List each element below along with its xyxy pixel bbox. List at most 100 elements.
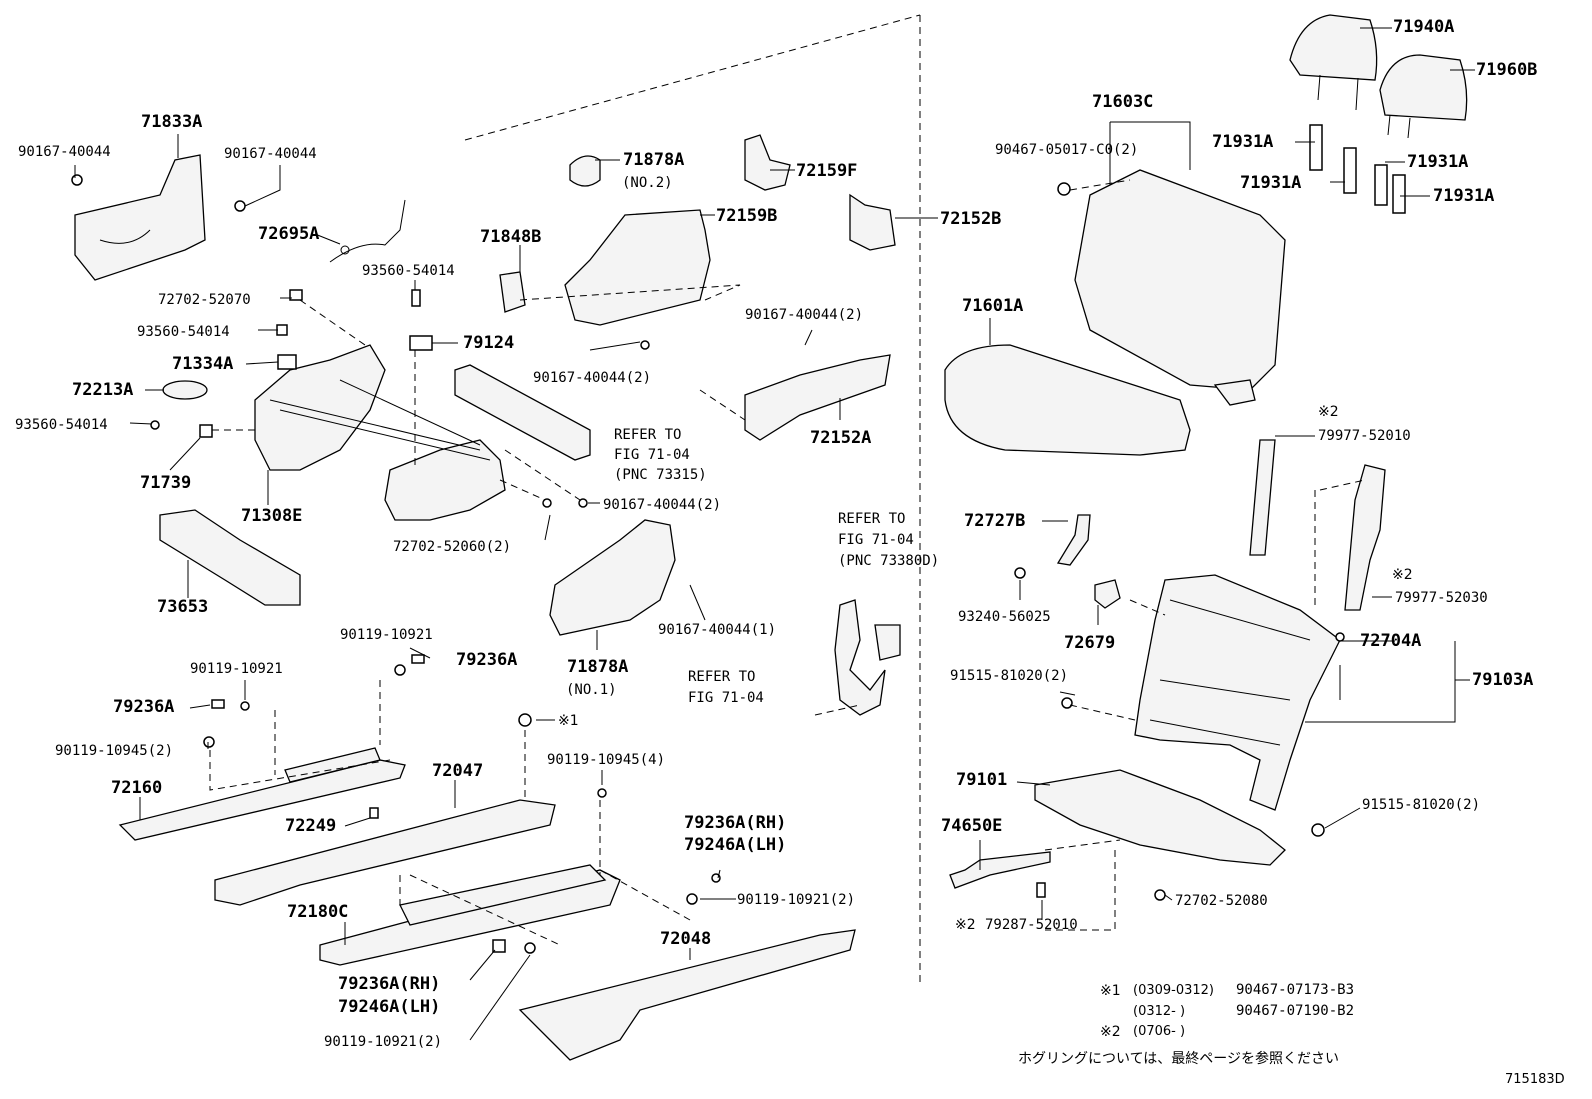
- part-79246A-lh-b[interactable]: 79246A(LH): [338, 997, 441, 1017]
- part-91515-81020-a[interactable]: 91515-81020(2): [950, 668, 1069, 684]
- part-90167-40044-cover[interactable]: 90167-40044(1): [658, 622, 777, 638]
- part-90119-10945-a[interactable]: 90119-10945(2): [55, 743, 174, 759]
- part-93560-54014-top[interactable]: 93560-54014: [362, 263, 455, 279]
- guide-79977-52030: [1344, 464, 1386, 611]
- part-72702-52060[interactable]: 72702-52060(2): [393, 539, 512, 555]
- cover-71878A-no1: [549, 519, 676, 636]
- part-79246A-lh-a[interactable]: 79246A(LH): [684, 835, 787, 855]
- refer-to-2-line-3[interactable]: (PNC 73380D): [838, 553, 940, 569]
- note-1-part[interactable]: 90467-07173-B3: [1236, 982, 1355, 998]
- hog-ring-note: ホグリングについては、最終ページを参照ください: [1018, 1051, 1340, 1067]
- part-90167-40044-right[interactable]: 90167-40044: [224, 146, 317, 162]
- guide-79977-52010: [1249, 439, 1276, 556]
- part-79236A-a[interactable]: 79236A: [456, 650, 518, 670]
- frame-79103A: [1134, 574, 1341, 811]
- back-cover-71603C: [1074, 169, 1286, 391]
- part-79236A-b[interactable]: 79236A: [113, 697, 175, 717]
- part-72160[interactable]: 72160: [111, 778, 163, 798]
- part-72159B[interactable]: 72159B: [716, 206, 778, 226]
- note-2-range: (0312- ): [1133, 1004, 1186, 1019]
- part-72180C[interactable]: 72180C: [287, 902, 349, 922]
- part-72679[interactable]: 72679: [1064, 633, 1116, 653]
- rail-cover-72048: [518, 929, 856, 1061]
- part-90119-10945-b[interactable]: 90119-10945(4): [547, 752, 666, 768]
- refer-to-3-line-2[interactable]: FIG 71-04: [688, 690, 764, 706]
- part-90167-40044-center[interactable]: 90167-40044(2): [533, 370, 652, 386]
- part-72213A[interactable]: 72213A: [72, 380, 134, 400]
- part-90119-10921-c[interactable]: 90119-10921(2): [737, 892, 856, 908]
- bracket-72159F: [744, 134, 791, 191]
- part-71878A-no2[interactable]: 71878A: [623, 150, 685, 170]
- part-71940A[interactable]: 71940A: [1393, 17, 1455, 37]
- part-79287-52010[interactable]: 79287-52010: [985, 917, 1078, 933]
- part-72152B[interactable]: 72152B: [940, 209, 1002, 229]
- part-79977-52010[interactable]: 79977-52010: [1318, 428, 1411, 444]
- part-71960B[interactable]: 71960B: [1476, 60, 1538, 80]
- part-72702-52080[interactable]: 72702-52080: [1175, 893, 1268, 909]
- part-90119-10921-d[interactable]: 90119-10921(2): [324, 1034, 443, 1050]
- part-72727B[interactable]: 72727B: [964, 511, 1026, 531]
- part-90167-40044-left[interactable]: 90167-40044: [18, 144, 111, 160]
- bracket-72679: [1094, 579, 1121, 609]
- part-79236A-rh-a[interactable]: 79236A(RH): [684, 813, 787, 833]
- part-72047[interactable]: 72047: [432, 761, 484, 781]
- part-90167-40044-lower[interactable]: 90167-40044(2): [603, 497, 722, 513]
- cover-72152A: [744, 354, 891, 441]
- part-71878A-no2-qualifier: (NO.2): [622, 175, 673, 191]
- bracket-72152B: [849, 193, 896, 251]
- part-72159F[interactable]: 72159F: [796, 161, 858, 181]
- part-73653[interactable]: 73653: [157, 597, 209, 617]
- part-79977-52030[interactable]: 79977-52030: [1395, 590, 1488, 606]
- part-93240-56025[interactable]: 93240-56025: [958, 609, 1051, 625]
- part-90119-10921-b[interactable]: 90119-10921: [190, 661, 283, 677]
- part-72152A[interactable]: 72152A: [810, 428, 872, 448]
- part-71878A-no1[interactable]: 71878A: [567, 657, 629, 677]
- bracket-72159B: [564, 209, 711, 326]
- figure-code: 715183D: [1505, 1072, 1565, 1087]
- part-71931A-d[interactable]: 71931A: [1433, 186, 1495, 206]
- part-72249[interactable]: 72249: [285, 816, 337, 836]
- part-71931A-a[interactable]: 71931A: [1212, 132, 1274, 152]
- cover-73653: [159, 509, 301, 606]
- part-71603C[interactable]: 71603C: [1092, 92, 1154, 112]
- part-71334A[interactable]: 71334A: [172, 354, 234, 374]
- refer-to-line-1: REFER TO: [614, 427, 682, 443]
- frame-bar-79124: [454, 364, 591, 461]
- footnote-mark-2-a: ※2: [1318, 404, 1339, 420]
- part-71931A-c[interactable]: 71931A: [1240, 173, 1302, 193]
- part-72048[interactable]: 72048: [660, 929, 712, 949]
- part-71601A[interactable]: 71601A: [962, 296, 1024, 316]
- bracket-74650E: [949, 851, 1051, 889]
- part-71931A-b[interactable]: 71931A: [1407, 152, 1469, 172]
- headrest-71960B: [1379, 54, 1468, 121]
- part-90119-10921-a[interactable]: 90119-10921: [340, 627, 433, 643]
- part-71739[interactable]: 71739: [140, 473, 192, 493]
- recliner-frame-71308E: [254, 344, 386, 471]
- part-91515-81020-b[interactable]: 91515-81020(2): [1362, 797, 1481, 813]
- cap-71878A-no2: [569, 155, 601, 187]
- part-71848B[interactable]: 71848B: [480, 227, 542, 247]
- part-79236A-rh-b[interactable]: 79236A(RH): [338, 974, 441, 994]
- footnote-mark-2-b: ※2: [1392, 567, 1413, 583]
- rail-72160: [118, 759, 406, 841]
- part-93560-54014-low[interactable]: 93560-54014: [15, 417, 108, 433]
- note-1-range: (0309-0312): [1133, 983, 1215, 998]
- part-79124[interactable]: 79124: [463, 333, 515, 353]
- part-72702-52070[interactable]: 72702-52070: [158, 292, 251, 308]
- part-93560-54014-mid[interactable]: 93560-54014: [137, 324, 230, 340]
- part-71308E[interactable]: 71308E: [241, 506, 303, 526]
- part-71833A[interactable]: 71833A: [141, 112, 203, 132]
- refer-to-line-3[interactable]: (PNC 73315): [614, 467, 707, 483]
- note-2-part[interactable]: 90467-07190-B2: [1236, 1003, 1355, 1019]
- refer-to-2-line-1: REFER TO: [838, 511, 906, 527]
- part-74650E[interactable]: 74650E: [941, 816, 1003, 836]
- part-90467-05017[interactable]: 90467-05017-C0(2): [995, 142, 1139, 158]
- part-79103A[interactable]: 79103A: [1472, 670, 1534, 690]
- note-3-mark: ※2: [1100, 1024, 1121, 1040]
- part-90167-40044-upper-right[interactable]: 90167-40044(2): [745, 307, 864, 323]
- part-79101[interactable]: 79101: [956, 770, 1008, 790]
- part-72704A[interactable]: 72704A: [1360, 631, 1422, 651]
- part-72695A[interactable]: 72695A: [258, 224, 320, 244]
